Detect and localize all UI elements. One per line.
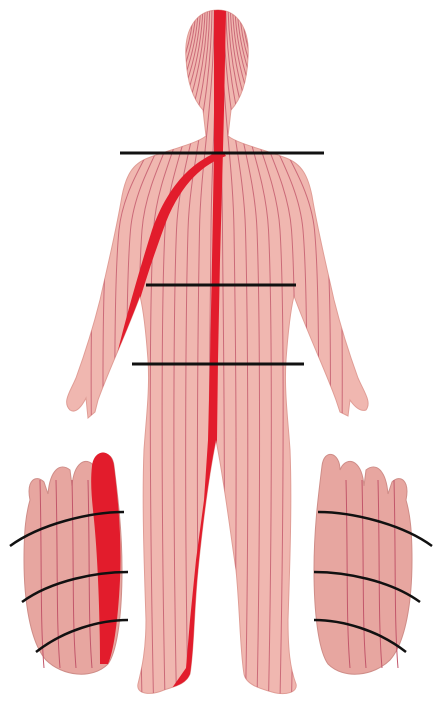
right-foot-sole bbox=[314, 454, 432, 674]
left-foot-sole bbox=[10, 453, 128, 675]
